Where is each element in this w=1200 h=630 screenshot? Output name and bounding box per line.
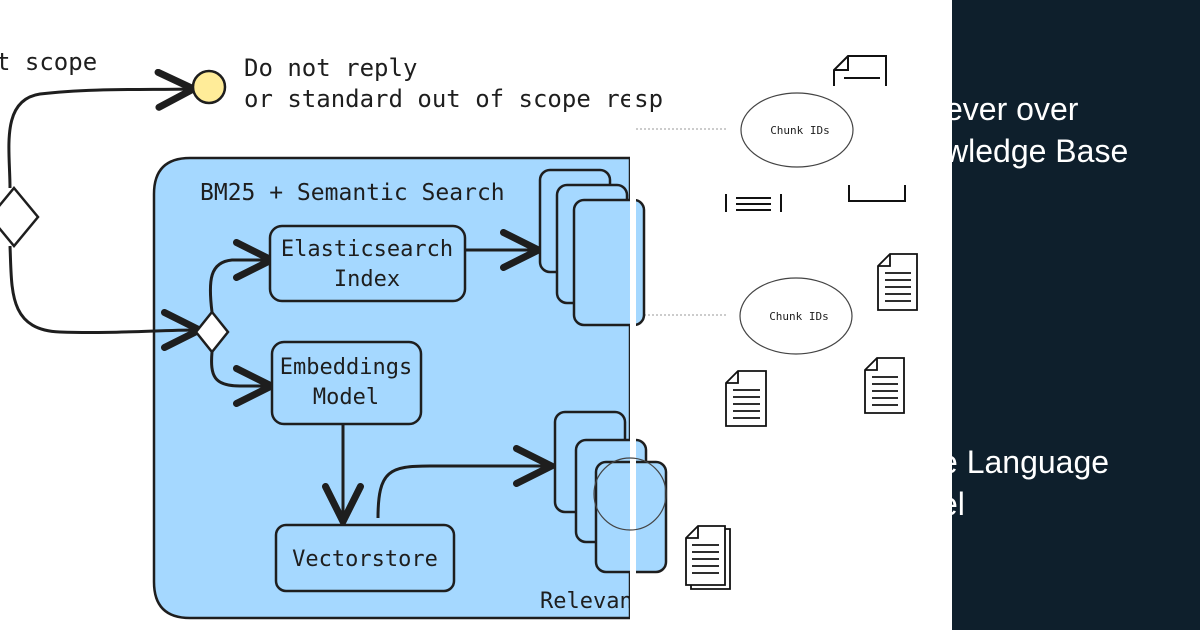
do-not-reply-line2: or standard out of scope resp — [244, 85, 663, 113]
left-sketch-panel: t scope Do not reply or standard out of … — [0, 48, 668, 620]
document-stack-icon — [685, 525, 731, 590]
chunk-ids-ellipse-bottom-outline — [593, 457, 667, 531]
document-icon — [833, 55, 887, 86]
arrow-to-search-split — [8, 245, 196, 333]
chunk-ids-ellipse-mid — [739, 277, 853, 355]
arrow-to-elasticsearch — [208, 260, 268, 313]
embeddings-label-line2: Model — [313, 385, 379, 410]
middle-panel: Chunk IDs Chunk IDs ls — [593, 0, 952, 630]
dark-panel-background — [952, 0, 1200, 630]
elasticsearch-index-node — [268, 224, 467, 303]
do-not-reply-line1: Do not reply — [244, 54, 417, 82]
document-icon — [725, 370, 767, 427]
arrow-to-embeddings — [210, 351, 268, 386]
relevant-label: Relevan — [540, 589, 633, 614]
chunk-ids-ellipse-top — [740, 92, 854, 168]
arrow-to-vector-results — [376, 466, 548, 519]
vectorstore-label: Vectorstore — [292, 547, 438, 572]
dark-text-line1: ever over — [945, 91, 1079, 127]
vectorstore-node — [274, 523, 456, 593]
do-not-reply-node — [191, 69, 227, 105]
document-icon — [848, 185, 906, 202]
container-title: BM25 + Semantic Search — [200, 180, 505, 206]
embeddings-model-node — [270, 340, 423, 426]
dark-text-line3: e Language — [940, 444, 1109, 480]
embeddings-label-line1: Embeddings — [280, 355, 412, 380]
panel-seam — [630, 0, 636, 630]
right-dark-panel: ever over wledge Base e Language el — [940, 0, 1200, 630]
bm25-results-stack — [538, 168, 646, 327]
document-icon — [877, 253, 918, 311]
elasticsearch-label-line1: Elasticsearch — [281, 237, 453, 262]
document-icon — [864, 357, 905, 414]
decision-diamond — [0, 186, 40, 248]
out-of-scope-label: t scope — [0, 48, 97, 76]
dark-text-line2: wledge Base — [944, 133, 1128, 169]
middle-panel-background — [630, 0, 952, 630]
elasticsearch-label-line2: Index — [334, 267, 400, 292]
chunk-ids-label-top: Chunk IDs — [770, 124, 830, 137]
arrow-to-do-not-reply — [7, 89, 190, 189]
document-icon — [725, 194, 782, 212]
chunk-ids-label-mid: Chunk IDs — [769, 310, 829, 323]
